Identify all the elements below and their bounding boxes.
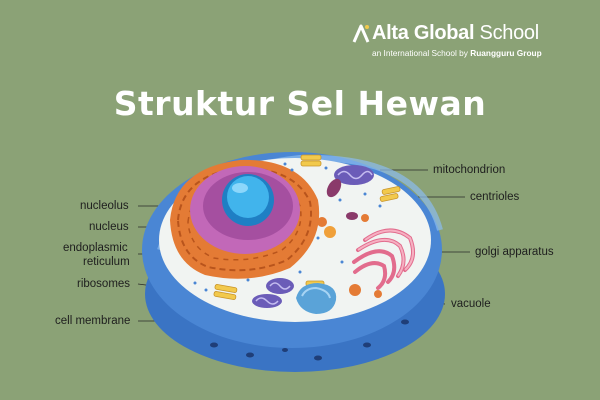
- mitochondria: [252, 165, 374, 308]
- label-centrioles: centrioles: [470, 191, 520, 203]
- label-reticulum: reticulum: [83, 256, 130, 268]
- label-cell-membrane: cell membrane: [55, 315, 131, 327]
- label-ribosomes: ribosomes: [77, 278, 131, 290]
- brand-name: Alta Global School: [372, 22, 539, 44]
- lysosomes: [317, 178, 382, 298]
- label-nucleus: nucleus: [89, 221, 129, 233]
- label-endoplasmic: endoplasmic: [63, 242, 128, 254]
- golgi-fill: [357, 229, 415, 277]
- nucleolus-core: [227, 176, 269, 218]
- page-title: Struktur Sel Hewan: [113, 84, 487, 123]
- label-golgi-apparatus: golgi apparatus: [475, 246, 554, 258]
- label-nucleolus: nucleolus: [80, 200, 129, 212]
- ribosome-dots: [193, 162, 382, 292]
- membrane-dots: [210, 319, 409, 361]
- alta-logo-icon: [352, 24, 370, 43]
- label-mitochondrion: mitochondrion: [433, 164, 506, 176]
- mitochondrion-1: [334, 165, 374, 185]
- centrioles: [213, 154, 401, 300]
- mitochondrion-2: [266, 278, 294, 294]
- label-vacuole: vacuole: [451, 298, 491, 310]
- mitochondrion-3: [252, 294, 282, 308]
- brand-tagline: an International School by Ruangguru Gro…: [372, 48, 542, 58]
- brand: Alta Global School an International Scho…: [352, 22, 582, 62]
